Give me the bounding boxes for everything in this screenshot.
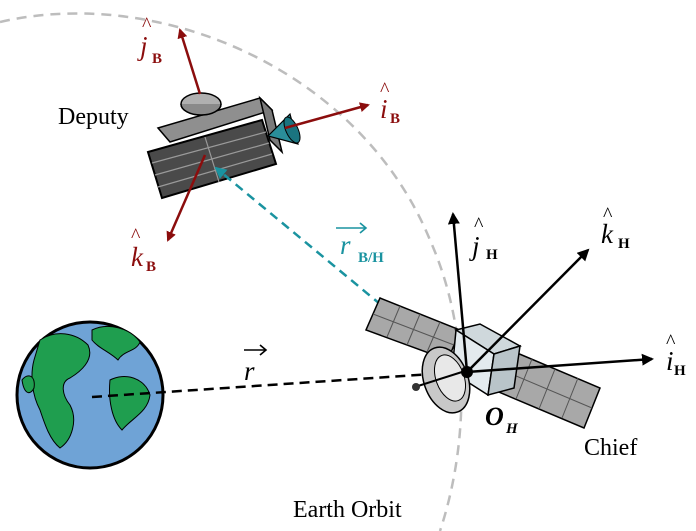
label-j-h: ^ j H [469, 214, 498, 263]
svg-text:B: B [390, 111, 400, 127]
svg-text:^: ^ [474, 214, 484, 236]
label-chief: Chief [584, 435, 637, 461]
svg-text:B/H: B/H [358, 250, 384, 266]
svg-text:i: i [666, 346, 674, 376]
svg-text:^: ^ [603, 204, 613, 226]
axis-i-h [466, 353, 654, 374]
label-earth-orbit: Earth Orbit [293, 497, 402, 523]
svg-text:k: k [601, 219, 614, 249]
svg-text:H: H [674, 363, 686, 379]
svg-text:B: B [152, 51, 162, 67]
svg-text:B: B [146, 259, 156, 275]
axis-i-b [284, 102, 370, 130]
svg-text:^: ^ [380, 79, 390, 101]
svg-text:H: H [505, 421, 519, 437]
svg-text:^: ^ [142, 14, 152, 36]
svg-text:i: i [380, 94, 388, 124]
position-vector-r [91, 366, 464, 399]
svg-text:H: H [618, 236, 630, 252]
label-i-b: ^ i B [380, 79, 400, 127]
svg-text:j: j [137, 31, 148, 61]
label-origin: O H [485, 402, 519, 437]
svg-text:r: r [340, 230, 351, 260]
svg-text:k: k [131, 242, 144, 272]
label-j-b: ^ j B [137, 14, 162, 67]
earth-orbit-arc [0, 12, 463, 531]
svg-text:O: O [485, 402, 504, 431]
chief-satellite [364, 297, 601, 429]
label-k-b: ^ k B [131, 225, 156, 275]
svg-text:H: H [486, 247, 498, 263]
axis-k-b [166, 154, 207, 242]
svg-text:^: ^ [131, 225, 141, 247]
svg-text:^: ^ [666, 331, 676, 353]
axis-k-h [466, 248, 590, 373]
deputy-satellite [146, 92, 301, 200]
axis-j-h [447, 212, 469, 373]
svg-text:r: r [244, 356, 255, 386]
earth [15, 320, 165, 470]
label-k-h: ^ k H [601, 204, 630, 252]
axis-j-b [177, 28, 202, 95]
label-r-bh: r B/H [336, 222, 384, 266]
label-r: r [244, 344, 268, 386]
label-deputy: Deputy [58, 104, 129, 130]
label-i-h: ^ i H [666, 331, 686, 379]
svg-text:j: j [469, 231, 480, 261]
